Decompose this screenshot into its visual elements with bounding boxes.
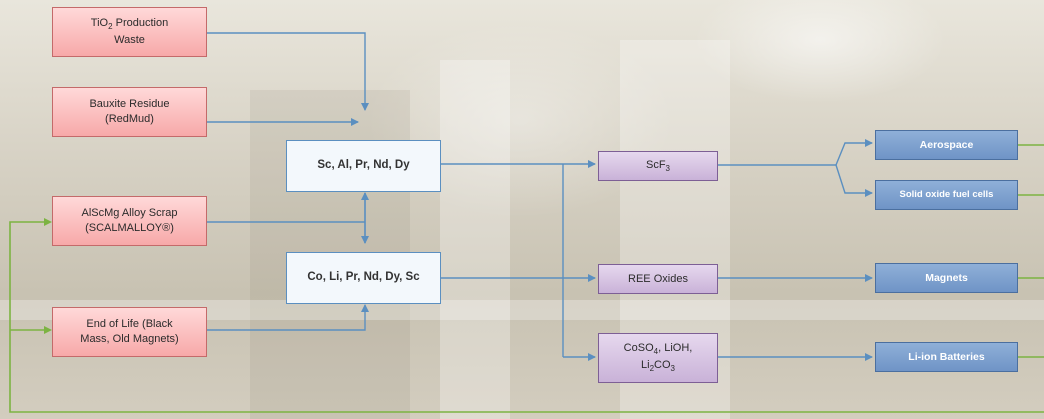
application-label: Magnets [925, 271, 968, 284]
source-label: (SCALMALLOY®) [85, 222, 174, 234]
flow-arrow [207, 304, 369, 331]
product-label: CO [654, 359, 671, 371]
source-alloy-scrap: AlScMg Alloy Scrap (SCALMALLOY®) [52, 196, 207, 246]
product-label: , LiOH, [658, 342, 693, 355]
product-scf3: ScF3 [598, 151, 718, 181]
recycle-arrowhead [44, 218, 52, 226]
flow-arrow [207, 32, 369, 111]
product-subscript: 2 [649, 364, 655, 374]
flow-arrow [835, 139, 873, 166]
application-solid-oxide-fuel-cells: Solid oxide fuel cells [875, 180, 1018, 210]
product-subscript: 3 [670, 364, 675, 374]
recycle-arrowhead [44, 326, 52, 334]
source-bauxite-residue: Bauxite Residue (RedMud) [52, 87, 207, 137]
source-label: End of Life (Black [86, 318, 173, 331]
recycle-loop [9, 221, 1044, 413]
source-label: TiO [90, 17, 109, 30]
source-subscript: 2 [108, 22, 113, 32]
product-coso4-lioh-li2co3: CoSO4, LiOH, Li2CO3 [598, 333, 718, 383]
application-magnets: Magnets [875, 263, 1018, 293]
source-label: Production [112, 17, 169, 30]
application-label: Aerospace [919, 138, 974, 151]
source-label: (RedMud) [105, 113, 154, 125]
background-stripe [440, 60, 510, 419]
application-aerospace: Aerospace [875, 130, 1018, 160]
product-ree-oxides: REE Oxides [598, 264, 718, 294]
source-tio2-waste: TiO2 Production Waste [52, 7, 207, 57]
source-label: AlScMg Alloy Scrap [81, 207, 178, 220]
source-label: Bauxite Residue [89, 98, 170, 111]
product-label: CoSO [623, 342, 654, 355]
application-li-ion-batteries: Li-ion Batteries [875, 342, 1018, 372]
intermediate-co-li-pr-nd-dy-sc: Co, Li, Pr, Nd, Dy, Sc [286, 252, 441, 304]
application-label: Solid oxide fuel cells [899, 188, 994, 200]
source-end-of-life: End of Life (Black Mass, Old Magnets) [52, 307, 207, 357]
flow-arrow [835, 164, 873, 197]
application-label: Li-ion Batteries [908, 350, 985, 363]
product-subscript: 4 [653, 347, 659, 357]
product-label: REE Oxides [628, 272, 688, 285]
product-subscript: 3 [665, 163, 670, 173]
source-label: Waste [114, 34, 145, 47]
background-stripe [0, 300, 1044, 320]
source-label: Mass, Old Magnets) [80, 333, 179, 345]
intermediate-label: Sc, Al, Pr, Nd, Dy [317, 159, 410, 172]
product-label: Li [641, 359, 650, 371]
intermediate-sc-al-pr-nd-dy: Sc, Al, Pr, Nd, Dy [286, 140, 441, 192]
intermediate-label: Co, Li, Pr, Nd, Dy, Sc [307, 271, 420, 284]
product-label: ScF [645, 158, 666, 171]
